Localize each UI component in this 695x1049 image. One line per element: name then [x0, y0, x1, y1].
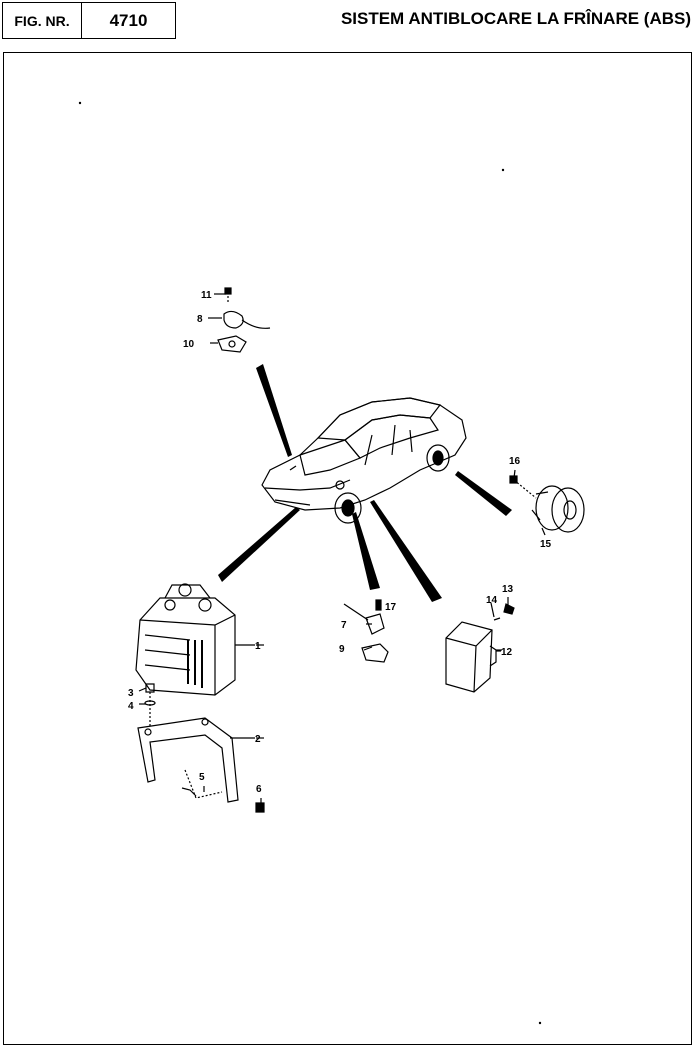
callout-14: 14 [486, 595, 498, 606]
callout-13: 13 [502, 584, 514, 595]
page-title: SISTEM ANTIBLOCARE LA FRÎNARE (ABS) [340, 9, 691, 28]
callout-10: 10 [183, 339, 195, 350]
fasteners [144, 683, 265, 813]
scan-specks [78, 101, 542, 1025]
rear-wheel-sensor-parts [343, 599, 389, 663]
callout-5: 5 [199, 772, 205, 783]
callout-7: 7 [341, 620, 347, 631]
callout-11: 11 [201, 290, 212, 301]
front-wheel-sensor-parts [217, 287, 271, 353]
callout-6: 6 [256, 784, 262, 795]
callout-8: 8 [197, 314, 203, 325]
callout-1: 1 [255, 641, 261, 652]
abs-modulator-unit [135, 583, 255, 696]
callout-3: 3 [128, 688, 134, 699]
callout-labels: 1 2 3 4 5 6 7 8 9 10 11 12 13 14 15 16 1… [128, 290, 552, 795]
callout-2: 2 [255, 734, 261, 745]
abs-control-unit [445, 603, 515, 693]
pointer-wedges [218, 364, 512, 602]
leader-lines [138, 293, 546, 805]
figure-number-value: 4710 [81, 2, 176, 39]
callout-9: 9 [339, 644, 345, 655]
car-illustration [261, 397, 467, 524]
diagram-frame [3, 52, 692, 1045]
callout-16: 16 [509, 456, 521, 467]
callout-12: 12 [501, 647, 513, 658]
mounting-bracket [137, 717, 255, 803]
callout-4: 4 [128, 701, 134, 712]
callout-15: 15 [540, 539, 552, 550]
callout-17: 17 [385, 602, 397, 613]
wheel-hub-sensor [509, 475, 585, 533]
